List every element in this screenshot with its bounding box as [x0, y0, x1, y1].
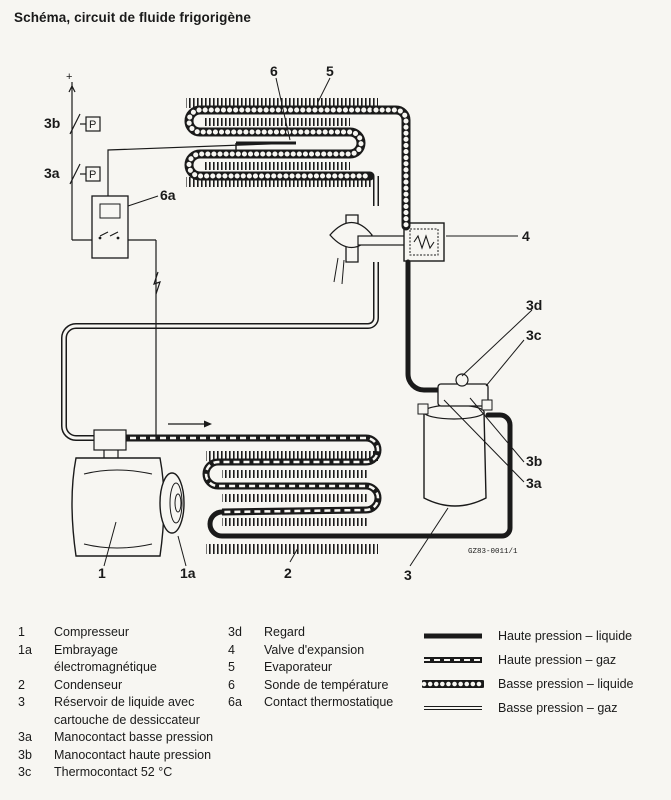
legend-left: 1 Compresseur 1a Embrayage électromagnétique…	[18, 624, 213, 782]
label-5: 5	[326, 63, 334, 79]
legend-number: 5	[228, 660, 235, 674]
line-legend-item: Basse pression – gaz	[422, 696, 634, 720]
thermostatic-switch	[91, 195, 129, 259]
legend-text: Sonde de température	[264, 677, 389, 692]
legend-item: 3a Manocontact basse pression	[18, 729, 213, 747]
legend-item: cartouche de dessiccateur	[18, 712, 213, 730]
compressor	[71, 429, 165, 557]
label-3a: 3a	[44, 165, 60, 181]
legend-number: 3c	[18, 765, 32, 779]
legend-text: Regard	[264, 625, 305, 639]
line-legend-text: Haute pression – gaz	[498, 653, 617, 667]
legend-number: 1	[18, 625, 25, 639]
refrigerant-circuit-diagram: + P P 3b 3a 6a 6 5 4 3d 3c 3b 3a 3 2 1 1…	[44, 63, 542, 583]
label-2: 2	[284, 565, 292, 581]
legend-text: Contact thermostatique	[264, 695, 394, 709]
label-3a-drier: 3a	[526, 475, 542, 491]
electromagnetic-clutch	[159, 472, 185, 534]
legend-text: Thermocontact 52 °C	[54, 765, 173, 779]
line-legend-item: Basse pression – liquide	[422, 672, 634, 696]
switch-circuit	[68, 82, 161, 440]
legend-item: 3 Réservoir de liquide avec	[18, 694, 213, 712]
line-sample-solid-thick	[422, 630, 484, 642]
expansion-valve	[329, 214, 445, 285]
legend-number	[18, 712, 54, 730]
legend-text: Embrayage	[54, 642, 118, 657]
legend-item: 1 Compresseur	[18, 624, 213, 642]
line-sample-dotted-thick	[422, 678, 484, 690]
flow-arrow	[168, 420, 212, 428]
leader-lines	[103, 77, 533, 567]
label-3b: 3b	[44, 115, 60, 131]
legend-number: 2	[18, 677, 25, 692]
legend-text: Evaporateur	[264, 660, 333, 674]
legend-item: 1a Embrayage	[18, 642, 213, 660]
legend-middle: 3d Regard 4 Valve d'expansion 5 Evaporateur 6 S…	[228, 624, 393, 712]
legend-item: 3d Regard	[228, 624, 393, 642]
legend-text: Condenseur	[54, 677, 123, 692]
label-p-3a: P	[89, 169, 96, 181]
legend-item: électromagnétique	[18, 659, 213, 677]
label-6: 6	[270, 63, 278, 79]
legend-number: 4	[228, 642, 235, 657]
legend-item: 3b Manocontact haute pression	[18, 747, 213, 765]
legend-number: 3	[18, 695, 25, 709]
high-pressure-liquid-line	[207, 259, 513, 539]
probe-capillary	[107, 142, 297, 198]
label-3d: 3d	[526, 297, 542, 313]
label-p-3b: P	[89, 119, 96, 131]
legend-text: Compresseur	[54, 625, 130, 639]
label-3: 3	[404, 567, 412, 583]
receiver-drier	[417, 373, 493, 507]
label-plus: +	[66, 71, 72, 83]
line-legend-text: Basse pression – liquide	[498, 677, 634, 691]
line-legend-text: Haute pression – liquide	[498, 629, 633, 643]
figure-code: GZ83-0011/1	[468, 548, 518, 556]
legend-number: 3b	[18, 747, 32, 762]
line-legend-item: Haute pression – liquide	[422, 624, 634, 648]
label-3c: 3c	[526, 327, 542, 343]
label-6a: 6a	[160, 187, 176, 203]
condenser	[110, 434, 382, 554]
legend-text: Manocontact basse pression	[54, 730, 214, 744]
low-pressure-gas-lines	[61, 176, 379, 441]
legend-item: 4 Valve d'expansion	[228, 642, 393, 660]
line-sample-thin-double	[422, 702, 484, 714]
legend-text: cartouche de dessiccateur	[54, 712, 200, 727]
label-3b-drier: 3b	[526, 453, 542, 469]
legend-text: électromagnétique	[54, 660, 157, 674]
label-1: 1	[98, 565, 106, 581]
legend-number: 1a	[18, 642, 32, 657]
legend-item: 5 Evaporateur	[228, 659, 393, 677]
line-legend-text: Basse pression – gaz	[498, 701, 618, 715]
line-sample-dashed-thick	[422, 654, 484, 666]
legend-text: Réservoir de liquide avec	[54, 695, 195, 709]
pressure-switch-3a	[80, 166, 101, 182]
page-title: Schéma, circuit de fluide frigorigène	[14, 10, 252, 25]
legend-item: 2 Condenseur	[18, 677, 213, 695]
legend-item: 6 Sonde de température	[228, 677, 393, 695]
legend-number: 6a	[228, 695, 242, 709]
legend-number: 3a	[18, 730, 32, 744]
legend-text: Manocontact haute pression	[54, 747, 212, 762]
legend-item: 6a Contact thermostatique	[228, 694, 393, 712]
legend-number: 6	[228, 677, 235, 692]
label-4: 4	[522, 228, 530, 244]
legend-item: 3c Thermocontact 52 °C	[18, 764, 213, 782]
line-legend-item: Haute pression – gaz	[422, 648, 634, 672]
label-1a: 1a	[180, 565, 196, 581]
low-pressure-liquid-line	[371, 105, 411, 231]
legend-number	[18, 659, 54, 677]
legend-text: Valve d'expansion	[264, 642, 365, 657]
pressure-switch-3b	[80, 116, 101, 132]
legend-number: 3d	[228, 625, 242, 639]
